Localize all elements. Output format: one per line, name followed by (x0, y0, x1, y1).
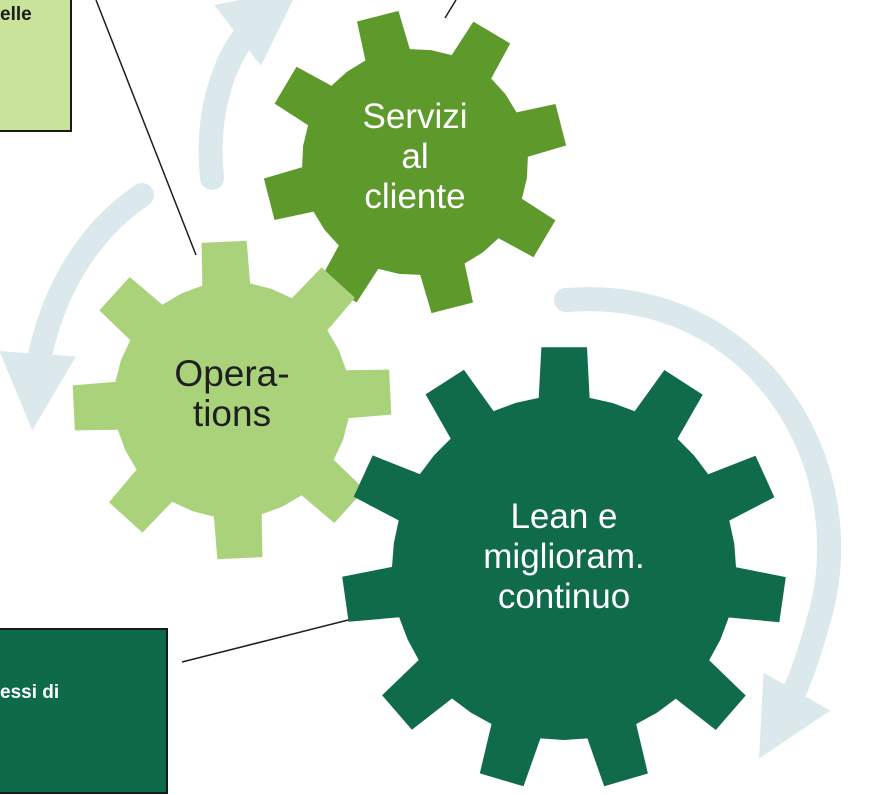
bottom-left-text-box: essi di (0, 628, 168, 794)
gear-operations: Opera-tions (72, 240, 392, 560)
gear-lean-shape (342, 347, 786, 787)
gear-label-line: al (401, 137, 428, 176)
connector-line-top-box (95, 0, 197, 256)
gear-label-line: Lean e (510, 497, 617, 536)
flow-arrow-left (0, 183, 154, 431)
gear-label-line: Opera- (174, 353, 289, 394)
flow-arrow-right (554, 287, 842, 759)
connector-line-bottom-box (181, 613, 373, 663)
gear-label-line: tions (193, 393, 271, 434)
gear-label-line: miglioram. (483, 537, 644, 576)
flow-arrow-top (198, 0, 299, 190)
top-left-box-text: elle (0, 4, 32, 25)
gear-label-line: Servizi (362, 97, 467, 136)
gear-operations-label: Opera-tions (174, 353, 289, 434)
connector-line-top-right (444, 0, 457, 19)
gear-label-line: cliente (364, 177, 465, 216)
gear-servizi-shape (263, 10, 567, 314)
bottom-left-box-text: essi di (0, 682, 60, 703)
gear-operations-shape (72, 240, 392, 560)
top-left-text-box: elle (0, 0, 72, 132)
gear-label-line: continuo (498, 577, 630, 616)
